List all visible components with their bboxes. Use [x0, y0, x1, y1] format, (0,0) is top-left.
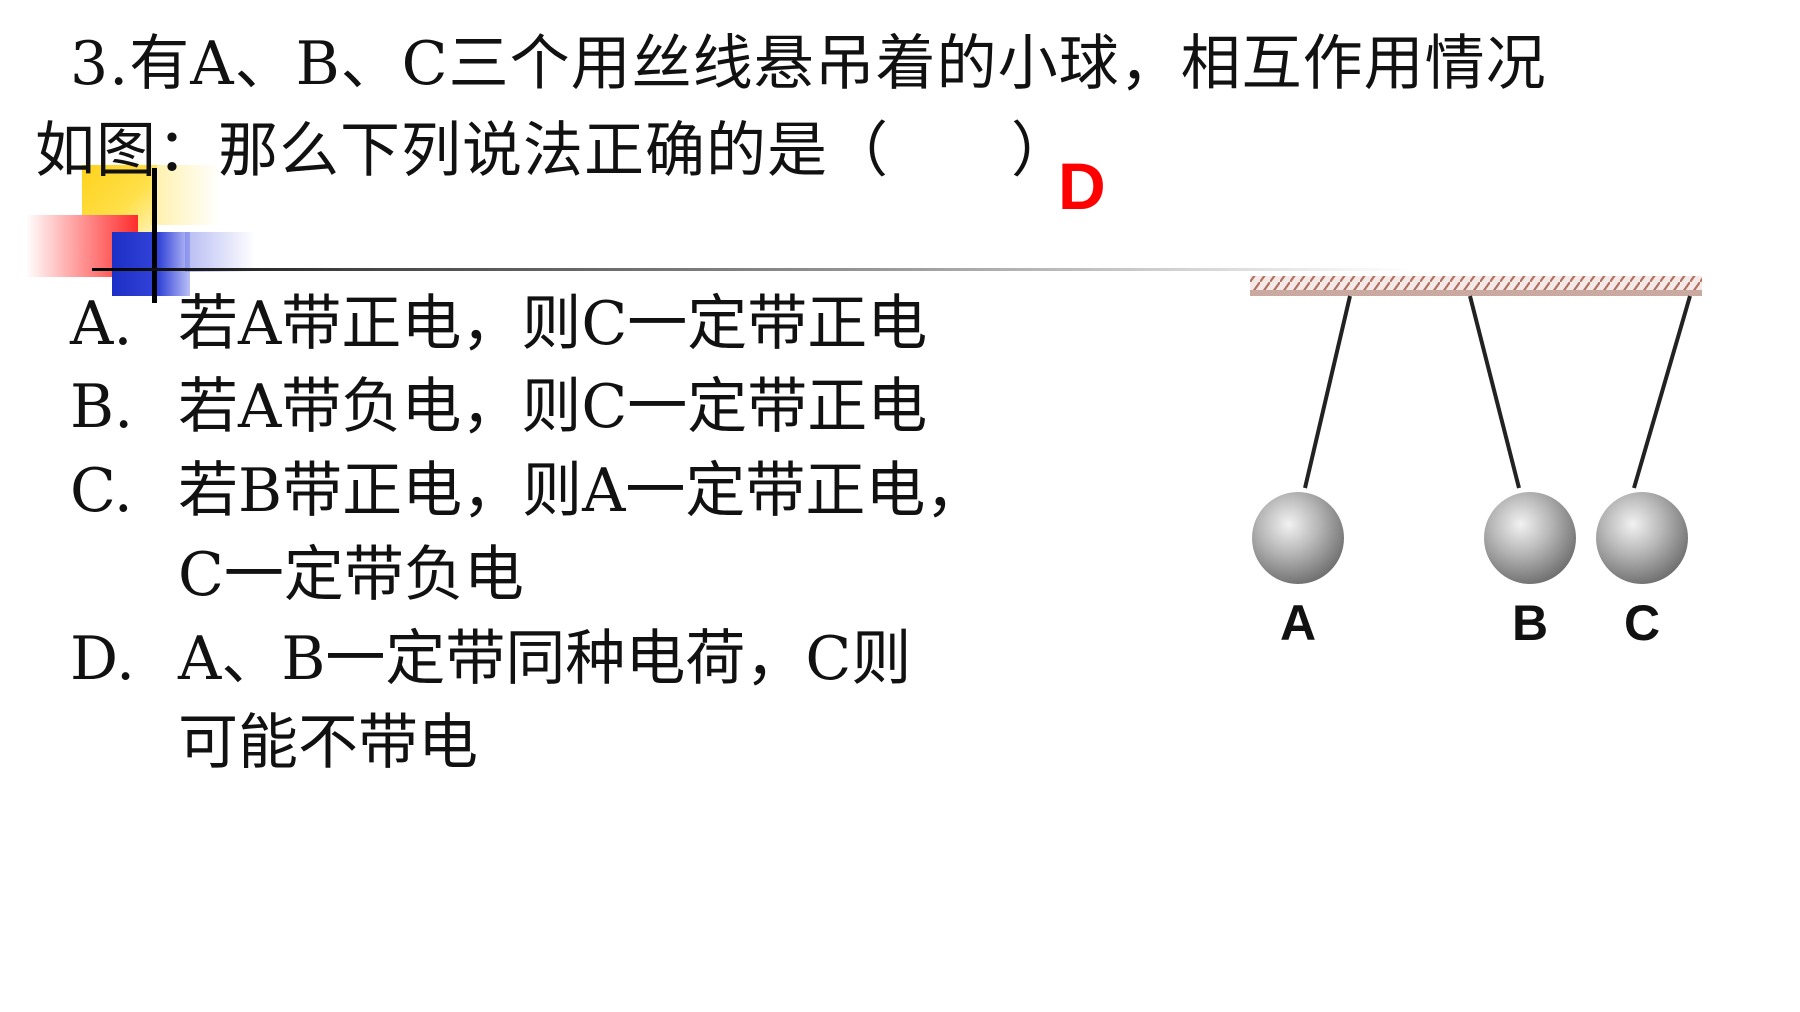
question-line-1: 3.有A、B、C三个用丝线悬吊着的小球，相互作用情况: [70, 29, 1547, 99]
option-b-text: 若A带负电，则C一定带正电: [178, 372, 928, 442]
option-b: B. 若A带负电，则C一定带正电: [70, 371, 927, 443]
ball-a: [1252, 492, 1344, 584]
option-c-continued: C一定带负电: [178, 539, 524, 611]
ball-c-label: C: [1624, 595, 1660, 651]
title-divider-line: [92, 268, 1412, 271]
option-a-text: 若A带正电，则C一定带正电: [178, 289, 928, 359]
option-d-label: D.: [70, 624, 136, 694]
option-d: D. A、B一定带同种电荷，C则: [70, 623, 911, 695]
question-line-2: 如图：那么下列说法正确的是（ ）: [35, 116, 1072, 186]
decor-blue-square: [112, 232, 190, 296]
option-a-label: A.: [70, 289, 133, 359]
string-b: [1468, 295, 1521, 489]
decor-yellow-fade: [150, 165, 220, 225]
ball-b: [1484, 492, 1576, 584]
ball-b-label: B: [1512, 595, 1548, 651]
ball-a-label: A: [1280, 595, 1316, 651]
option-c-text-2: C一定带负电: [178, 540, 524, 610]
decor-blue-fade: [185, 232, 255, 272]
option-c-text-1: 若B带正电，则A一定带正电，: [178, 456, 986, 526]
option-a: A. 若A带正电，则C一定带正电: [70, 288, 927, 360]
option-c: C. 若B带正电，则A一定带正电，: [70, 455, 985, 527]
string-c: [1632, 295, 1692, 489]
decor-vertical-line: [152, 168, 157, 303]
answer-mark: D: [1058, 149, 1106, 223]
option-d-text-2: 可能不带电: [178, 708, 478, 778]
option-b-label: B.: [70, 372, 134, 442]
ceiling-bar: [1250, 290, 1702, 296]
ball-c: [1596, 492, 1688, 584]
option-c-label: C.: [70, 456, 133, 526]
option-d-continued: 可能不带电: [178, 707, 478, 779]
option-d-text-1: A、B一定带同种电荷，C则: [178, 624, 912, 694]
string-a: [1303, 295, 1352, 489]
ceiling-hatch: [1250, 276, 1702, 292]
pendulum-figure: A B C: [1250, 276, 1702, 651]
